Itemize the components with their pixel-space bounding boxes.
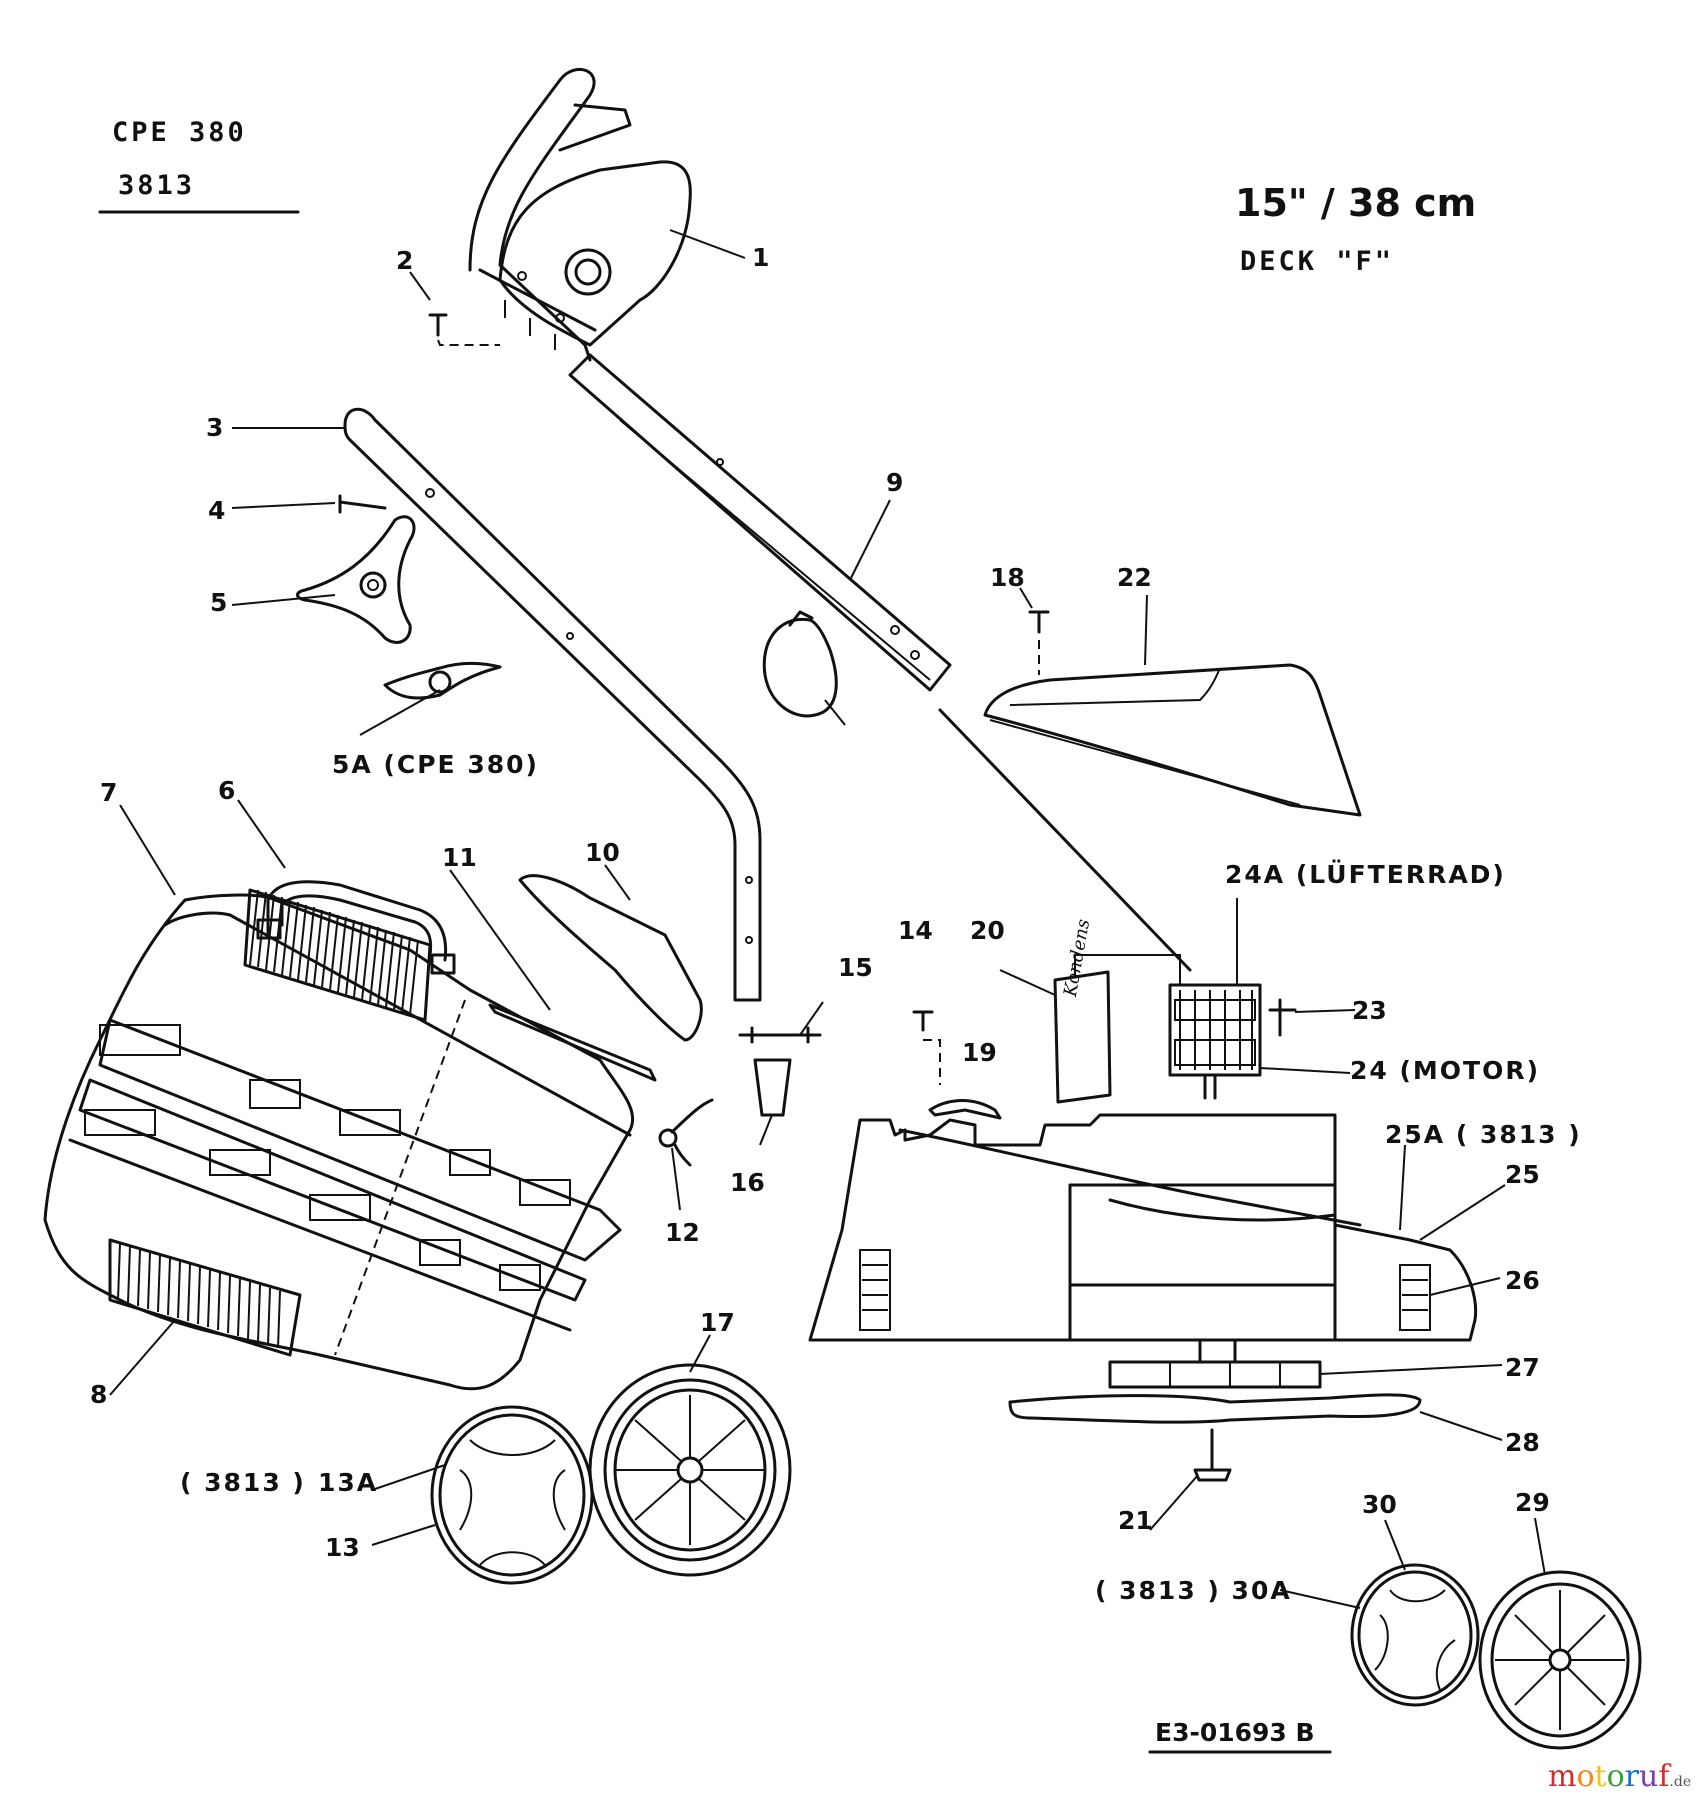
bolt-23	[1268, 998, 1297, 1037]
deflector-10	[518, 874, 703, 1042]
callout-30a: ( 3813 ) 30A	[1095, 1576, 1292, 1605]
logo-letter: m	[1548, 1759, 1577, 1794]
screw-18	[1028, 610, 1050, 675]
callout-23: 23	[1352, 996, 1387, 1025]
callout-30: 30	[1362, 1490, 1397, 1519]
motor-24	[1168, 983, 1262, 1100]
callout-17: 17	[700, 1308, 735, 1337]
upper-handle-with-switch	[468, 67, 692, 362]
callout-27: 27	[1505, 1353, 1540, 1382]
logo-text: motoruf	[1548, 1759, 1669, 1794]
blade-28	[1008, 1393, 1422, 1424]
callout-25: 25	[1505, 1160, 1540, 1189]
callout-8: 8	[90, 1380, 108, 1409]
bag-handle-6	[256, 880, 456, 975]
hub-cap-13	[430, 1405, 594, 1585]
callout-16: 16	[730, 1168, 765, 1197]
deck-size-label: 15" / 38 cm	[1235, 181, 1477, 225]
wing-nut-5a	[383, 661, 502, 700]
callout-21: 21	[1118, 1506, 1153, 1535]
leader-lines	[109, 229, 1546, 1609]
bolt-4	[338, 494, 387, 514]
callout-2: 2	[396, 246, 414, 275]
rod-11	[488, 1003, 657, 1082]
callout-22: 22	[1117, 563, 1152, 592]
logo-letter: u	[1638, 1759, 1659, 1794]
callout-7: 7	[100, 778, 118, 807]
model-number-label: 3813	[118, 170, 196, 201]
callout-13: 13	[325, 1533, 360, 1562]
callout-28: 28	[1505, 1428, 1540, 1457]
callout-6: 6	[218, 776, 236, 805]
rear-wheel-17	[588, 1363, 792, 1577]
logo-letter: o	[1576, 1759, 1595, 1794]
callout-5a: 5A (CPE 380)	[332, 750, 539, 779]
blade-bolt-21	[1193, 1428, 1232, 1482]
motoruf-logo: motoruf.de	[1548, 1762, 1691, 1792]
handle-tube-left	[343, 407, 762, 1002]
callout-15: 15	[838, 953, 873, 982]
callout-10: 10	[585, 838, 620, 867]
callout-13a: 13A	[318, 1468, 379, 1497]
callout-14: 14	[898, 916, 933, 945]
screw-14	[912, 1010, 941, 1085]
top-cover-22	[983, 663, 1362, 817]
hub-cap-30	[1350, 1563, 1480, 1707]
model-label: CPE 380	[112, 117, 247, 148]
logo-letter: r	[1624, 1759, 1639, 1794]
callout-13a-note: ( 3813 )	[180, 1468, 306, 1497]
callout-3: 3	[206, 413, 224, 442]
front-wheel-29	[1478, 1570, 1642, 1750]
handle-clamp-15	[738, 1026, 822, 1044]
logo-suffix: .de	[1669, 1774, 1692, 1790]
drawing-code: E3-01693 B	[1155, 1718, 1315, 1747]
mower-deck-25	[808, 1113, 1478, 1364]
star-knob-5	[296, 515, 416, 644]
logo-letter: o	[1606, 1759, 1625, 1794]
callout-24a: 24A (LÜFTERRAD)	[1225, 860, 1506, 889]
callout-20: 20	[970, 916, 1005, 945]
screw-2	[428, 313, 500, 346]
blade-adapter-27	[1108, 1360, 1322, 1389]
grass-catcher-bag	[43, 888, 635, 1391]
callout-25a: 25A ( 3813 )	[1385, 1120, 1582, 1149]
callout-26: 26	[1505, 1266, 1540, 1295]
power-cable	[938, 708, 1192, 972]
lower-handle-tube-right	[568, 353, 952, 692]
callout-29: 29	[1515, 1488, 1550, 1517]
callout-24: 24 (MOTOR)	[1350, 1056, 1541, 1085]
cable-clip-31	[762, 610, 838, 718]
callout-4: 4	[208, 496, 226, 525]
callout-5: 5	[210, 588, 228, 617]
callout-11: 11	[442, 843, 477, 872]
callout-9: 9	[886, 468, 904, 497]
callout-19: 19	[962, 1038, 997, 1067]
callout-18: 18	[990, 563, 1025, 592]
capacitor-20	[1053, 954, 1181, 1104]
deck-type-label: DECK "F"	[1240, 246, 1395, 277]
spring-12	[658, 1098, 714, 1167]
clip-19	[928, 1099, 1002, 1120]
grommet-16	[753, 1058, 792, 1117]
logo-letter: t	[1594, 1759, 1607, 1794]
callout-12: 12	[665, 1218, 700, 1247]
logo-letter: f	[1658, 1759, 1670, 1794]
callout-1: 1	[752, 243, 770, 272]
